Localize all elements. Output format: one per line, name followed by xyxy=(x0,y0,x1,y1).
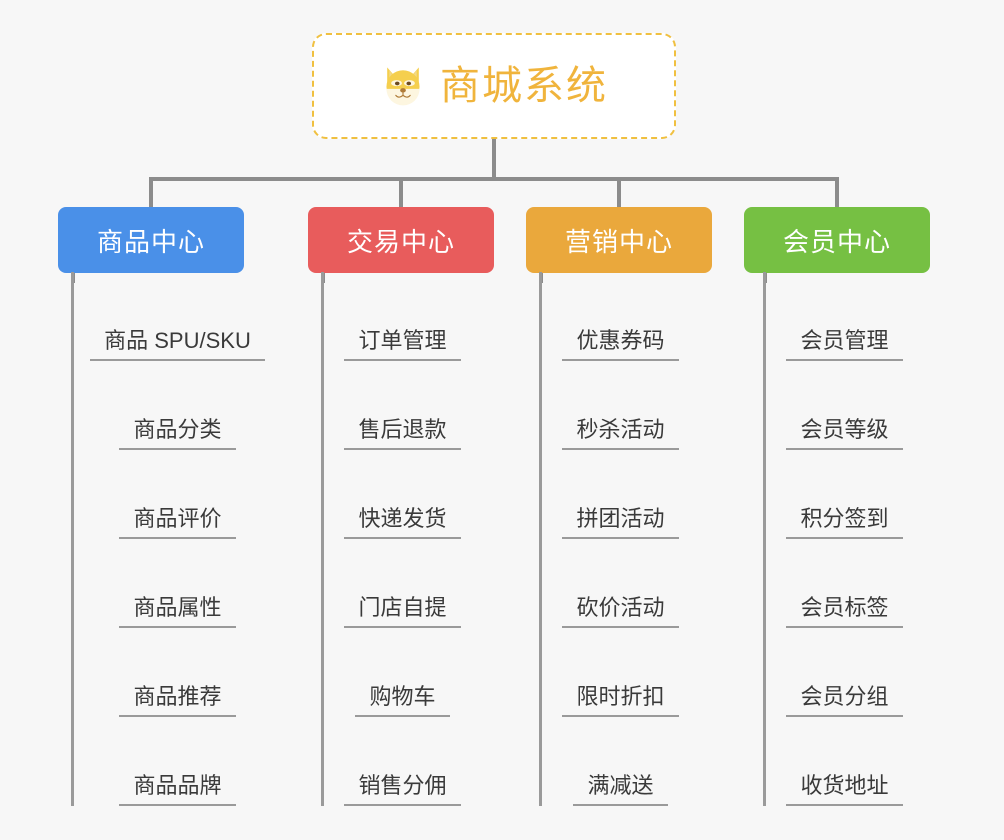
category-label-1: 商品中心 xyxy=(96,226,205,257)
item-spine-3 xyxy=(539,272,542,806)
category-label-3: 营销中心 xyxy=(564,226,673,257)
list-item[interactable]: 限时折扣 xyxy=(542,628,699,717)
item-label: 销售分佣 xyxy=(344,773,461,806)
item-label: 快递发货 xyxy=(344,506,461,539)
item-label: 秒杀活动 xyxy=(562,417,679,450)
list-item[interactable]: 满减送 xyxy=(542,717,699,806)
connector-drop-2 xyxy=(399,177,403,209)
item-label: 会员等级 xyxy=(786,417,903,450)
list-item[interactable]: 快递发货 xyxy=(324,450,481,539)
category-box-1[interactable]: 商品中心 xyxy=(58,207,244,273)
list-item[interactable]: 砍价活动 xyxy=(542,539,699,628)
item-label: 商品属性 xyxy=(119,595,236,628)
list-item[interactable]: 门店自提 xyxy=(324,539,481,628)
item-label: 优惠券码 xyxy=(562,328,679,361)
item-label: 拼团活动 xyxy=(562,506,679,539)
item-label: 限时折扣 xyxy=(562,684,679,717)
item-label: 商品评价 xyxy=(119,506,236,539)
list-item[interactable]: 收货地址 xyxy=(766,717,923,806)
list-item[interactable]: 商品品牌 xyxy=(74,717,281,806)
item-spine-4 xyxy=(763,272,766,806)
item-label: 商品品牌 xyxy=(119,773,236,806)
item-label: 商品 SPU/SKU xyxy=(90,328,265,361)
item-label: 会员分组 xyxy=(786,684,903,717)
item-label: 商品推荐 xyxy=(119,684,236,717)
item-label: 订单管理 xyxy=(344,328,461,361)
connector-root-stub xyxy=(492,139,496,179)
connector-drop-4 xyxy=(835,177,839,209)
item-label: 门店自提 xyxy=(344,595,461,628)
item-label: 购物车 xyxy=(355,684,450,717)
item-label: 会员管理 xyxy=(786,328,903,361)
item-spine-1 xyxy=(71,272,74,806)
list-item[interactable]: 积分签到 xyxy=(766,450,923,539)
item-label: 满减送 xyxy=(573,773,668,806)
category-box-2[interactable]: 交易中心 xyxy=(308,207,494,273)
connector-horizontal-bus xyxy=(149,177,839,181)
item-label: 砍价活动 xyxy=(562,595,679,628)
root-node[interactable]: 商城系统 xyxy=(312,33,676,139)
item-label: 积分签到 xyxy=(786,506,903,539)
item-spine-2 xyxy=(321,272,324,806)
item-label: 会员标签 xyxy=(786,595,903,628)
list-item[interactable]: 优惠券码 xyxy=(542,272,699,361)
list-item[interactable]: 订单管理 xyxy=(324,272,481,361)
category-label-2: 交易中心 xyxy=(346,226,455,257)
list-item[interactable]: 商品分类 xyxy=(74,361,281,450)
root-title: 商城系统 xyxy=(440,64,608,108)
shiba-dog-face-icon xyxy=(386,67,420,106)
list-item[interactable]: 商品 SPU/SKU xyxy=(74,272,281,361)
list-item[interactable]: 拼团活动 xyxy=(542,450,699,539)
list-item[interactable]: 售后退款 xyxy=(324,361,481,450)
list-item[interactable]: 会员分组 xyxy=(766,628,923,717)
list-item[interactable]: 会员标签 xyxy=(766,539,923,628)
list-item[interactable]: 商品评价 xyxy=(74,450,281,539)
list-item[interactable]: 商品属性 xyxy=(74,539,281,628)
list-item[interactable]: 会员管理 xyxy=(766,272,923,361)
list-item[interactable]: 购物车 xyxy=(324,628,481,717)
item-label: 商品分类 xyxy=(119,417,236,450)
connector-drop-1 xyxy=(149,177,153,209)
list-item[interactable]: 商品推荐 xyxy=(74,628,281,717)
category-box-3[interactable]: 营销中心 xyxy=(526,207,712,273)
list-item[interactable]: 销售分佣 xyxy=(324,717,481,806)
list-item[interactable]: 会员等级 xyxy=(766,361,923,450)
item-label: 售后退款 xyxy=(344,417,461,450)
connector-drop-3 xyxy=(617,177,621,209)
item-label: 收货地址 xyxy=(786,773,903,806)
list-item[interactable]: 秒杀活动 xyxy=(542,361,699,450)
category-label-4: 会员中心 xyxy=(782,226,891,257)
category-box-4[interactable]: 会员中心 xyxy=(744,207,930,273)
